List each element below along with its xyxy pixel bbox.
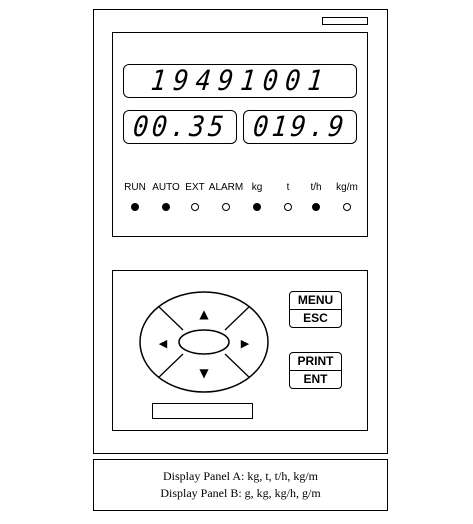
main-display: 19491001 [123,64,357,98]
menu-esc-button[interactable]: MENU ESC [289,291,342,328]
pad-divider [224,306,250,331]
indicator-lamp-run [131,203,139,211]
indicator-label-kg: kg [251,182,263,193]
pad-divider [224,353,250,378]
indicator-label-run: RUN [124,182,146,193]
indicator-lamp-kg-m [343,203,351,211]
display-panel [112,32,368,237]
left-display: 00.35 [123,110,237,144]
card-slot [152,403,253,419]
indicator-lamp-kg [253,203,261,211]
model-label-plate [322,17,368,25]
direction-pad: ▲ ▼ ◀ ▶ [139,291,269,393]
segment-digits: 00.35 [131,110,229,143]
indicator-label-auto: AUTO [152,182,180,193]
print-label: PRINT [297,354,334,368]
up-button[interactable]: ▲ [154,306,254,330]
left-arrow-icon: ◀ [159,337,168,350]
indicator-lamp-t-h [312,203,320,211]
indicator-label-ext: EXT [185,182,205,193]
pad-divider [158,353,184,378]
ent-label: ENT [290,370,341,388]
main-display-value: 19491001 [124,64,356,97]
pad-divider [158,306,184,331]
up-arrow-icon: ▲ [199,307,209,321]
segment-digits: 019.9 [251,110,349,143]
indicator-label-alarm: ALARM [208,182,244,193]
segment-digits: 19491001 [148,64,332,97]
indicator-label-t: t [286,182,290,193]
caption-line-a: Display Panel A: kg, t, t/h, kg/m [163,469,318,483]
keypad-panel [112,270,368,431]
right-button[interactable]: ▶ [230,310,266,374]
caption-line-b: Display Panel B: g, kg, kg/h, g/m [160,486,321,500]
center-button[interactable] [178,329,230,355]
indicator-lamp-alarm [222,203,230,211]
caption-box: Display Panel A: kg, t, t/h, kg/m Displa… [93,459,388,511]
right-display-value: 019.9 [244,110,356,143]
indicator-label-kg-m: kg/m [336,182,358,193]
down-button[interactable]: ▼ [154,354,254,380]
indicator-lamp-ext [191,203,199,211]
indicator-lamp-auto [162,203,170,211]
print-ent-button[interactable]: PRINT ENT [289,352,342,389]
right-arrow-icon: ▶ [241,337,250,350]
menu-label: MENU [297,293,334,307]
left-display-value: 00.35 [124,110,236,143]
down-arrow-icon: ▼ [199,366,209,380]
indicator-label-t-h: t/h [310,182,322,193]
right-display: 019.9 [243,110,357,144]
indicator-lamp-t [284,203,292,211]
esc-label: ESC [290,309,341,327]
left-button[interactable]: ◀ [142,310,178,374]
